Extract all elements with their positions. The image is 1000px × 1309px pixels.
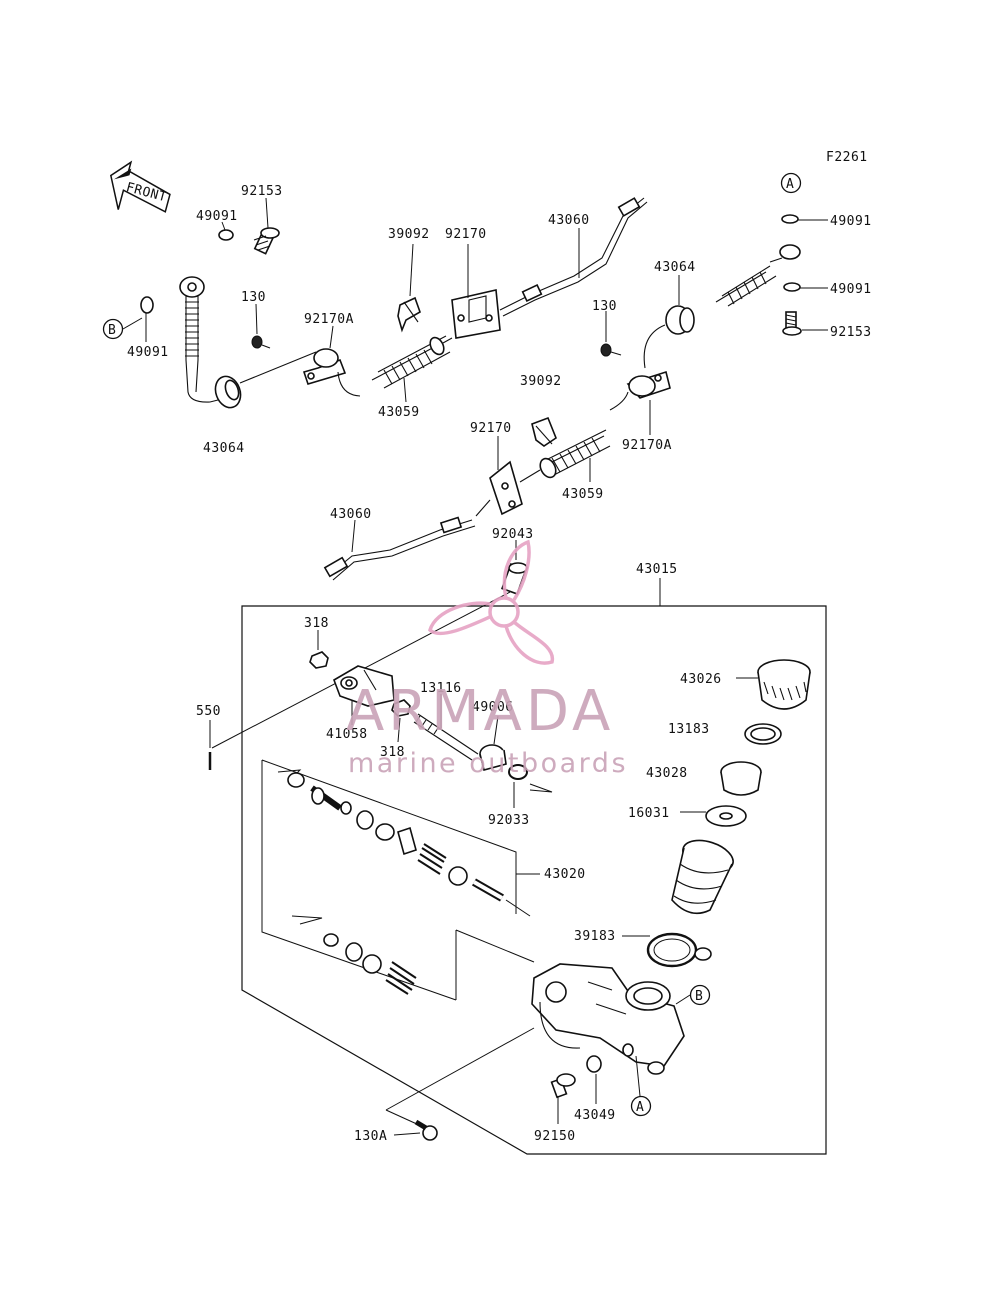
label-39092-upper: 39092: [388, 227, 430, 242]
label-16031: 16031: [628, 806, 670, 821]
watermark: ARMADA marine outboards: [346, 539, 628, 779]
hose-43059-lower: [519, 429, 611, 483]
pipe-43060-lower: [323, 499, 491, 581]
pipe-43060-upper: [499, 197, 648, 317]
front-arrow-icon: FRONT: [109, 160, 171, 213]
hose-43059-upper: [371, 335, 453, 389]
hose-clamp-39183: [646, 932, 712, 968]
master-cylinder-body: [531, 963, 685, 1075]
svg-text:A: A: [636, 1100, 644, 1115]
callout-b-cylinder: B: [689, 984, 711, 1006]
callout-a-top: A: [780, 172, 802, 194]
label-92033: 92033: [488, 813, 530, 828]
washer-49091-right-upper: [781, 214, 799, 224]
bolt-130-right: [600, 343, 622, 357]
label-92150: 92150: [534, 1129, 576, 1144]
label-318-lower: 318: [380, 745, 405, 760]
label-13116: 13116: [420, 681, 462, 696]
hose-43064-right: [643, 244, 801, 369]
label-92153-left: 92153: [241, 184, 283, 199]
plate-13183: [744, 723, 782, 745]
washer-49091-right-lower: [783, 282, 801, 292]
label-92170-upper: 92170: [445, 227, 487, 242]
hose-43064-left: [179, 276, 317, 409]
label-39183: 39183: [574, 929, 616, 944]
callout-b-left: B: [102, 318, 124, 340]
cap-43026: [757, 659, 811, 710]
spring-lower: [385, 961, 417, 995]
label-43064-right: 43064: [654, 260, 696, 275]
label-43015: 43015: [636, 562, 678, 577]
piston-kit-43020-lower: [291, 915, 535, 1000]
label-43064-left: 43064: [203, 441, 245, 456]
watermark-tagline: marine outboards: [348, 748, 628, 779]
label-43020: 43020: [544, 867, 586, 882]
bolt-92153-right: [782, 311, 802, 336]
label-43059-upper: 43059: [378, 405, 420, 420]
bolt-130a: [414, 1119, 438, 1141]
washer-49091-left-lower: [140, 296, 154, 314]
label-43059-lower: 43059: [562, 487, 604, 502]
label-92153-right: 92153: [830, 325, 872, 340]
label-43060-upper: 43060: [548, 213, 590, 228]
washer-49091-left-upper: [218, 229, 234, 241]
label-49091-right-lower: 49091: [830, 282, 872, 297]
label-550: 550: [196, 704, 221, 719]
bracket-92170-upper: [451, 289, 501, 339]
label-43060-lower: 43060: [330, 507, 372, 522]
bolt-130-left: [251, 335, 271, 349]
circlip-92033: [508, 764, 528, 780]
washer-43049: [586, 1055, 602, 1073]
nut-318-upper: [309, 651, 329, 669]
diaphragm-43028: [720, 761, 762, 796]
label-92170a-left: 92170A: [304, 312, 354, 327]
watermark-brand: ARMADA: [346, 679, 614, 744]
label-49091-right-upper: 49091: [830, 214, 872, 229]
pushrod-13116: [413, 713, 479, 761]
clamp-92170a-right: [609, 370, 671, 411]
pin-92043: [501, 562, 528, 595]
clamp-92170a-left: [302, 348, 361, 397]
bolt-92150: [550, 1073, 576, 1099]
clip-39092-left: [397, 296, 421, 333]
label-92170-lower: 92170: [470, 421, 512, 436]
label-49091-left-lower: 49091: [127, 345, 169, 360]
label-43049: 43049: [574, 1108, 616, 1123]
spring-upper: [417, 843, 447, 875]
label-43028: 43028: [646, 766, 688, 781]
float-16031: [705, 805, 747, 827]
propeller-logo-icon: [428, 539, 555, 665]
assembly-boundary-43015: [241, 605, 827, 1155]
label-39092-lower: 39092: [520, 374, 562, 389]
figure-code: F2261: [826, 150, 868, 165]
bolt-92153-left: [253, 227, 280, 255]
label-13183: 13183: [668, 722, 710, 737]
svg-text:A: A: [786, 177, 794, 192]
label-41058: 41058: [326, 727, 368, 742]
callout-a-cylinder: A: [630, 1095, 652, 1117]
boot-49006: [479, 744, 507, 771]
label-43026: 43026: [680, 672, 722, 687]
label-49006: 49006: [472, 700, 514, 715]
label-92043: 92043: [492, 527, 534, 542]
svg-text:B: B: [108, 323, 116, 338]
bracket-92170-lower: [489, 460, 523, 516]
clevis-41058: [333, 665, 395, 707]
label-130-right: 130: [592, 299, 617, 314]
label-92170a-right: 92170A: [622, 438, 672, 453]
label-130a: 130A: [354, 1129, 387, 1144]
svg-text:B: B: [695, 989, 703, 1004]
label-49091-left-upper: 49091: [196, 209, 238, 224]
clip-39092-lower: [531, 416, 557, 447]
label-130-left: 130: [241, 290, 266, 305]
reservoir-body: [671, 839, 734, 915]
nut-318-lower: [391, 699, 411, 717]
label-318-upper: 318: [304, 616, 329, 631]
